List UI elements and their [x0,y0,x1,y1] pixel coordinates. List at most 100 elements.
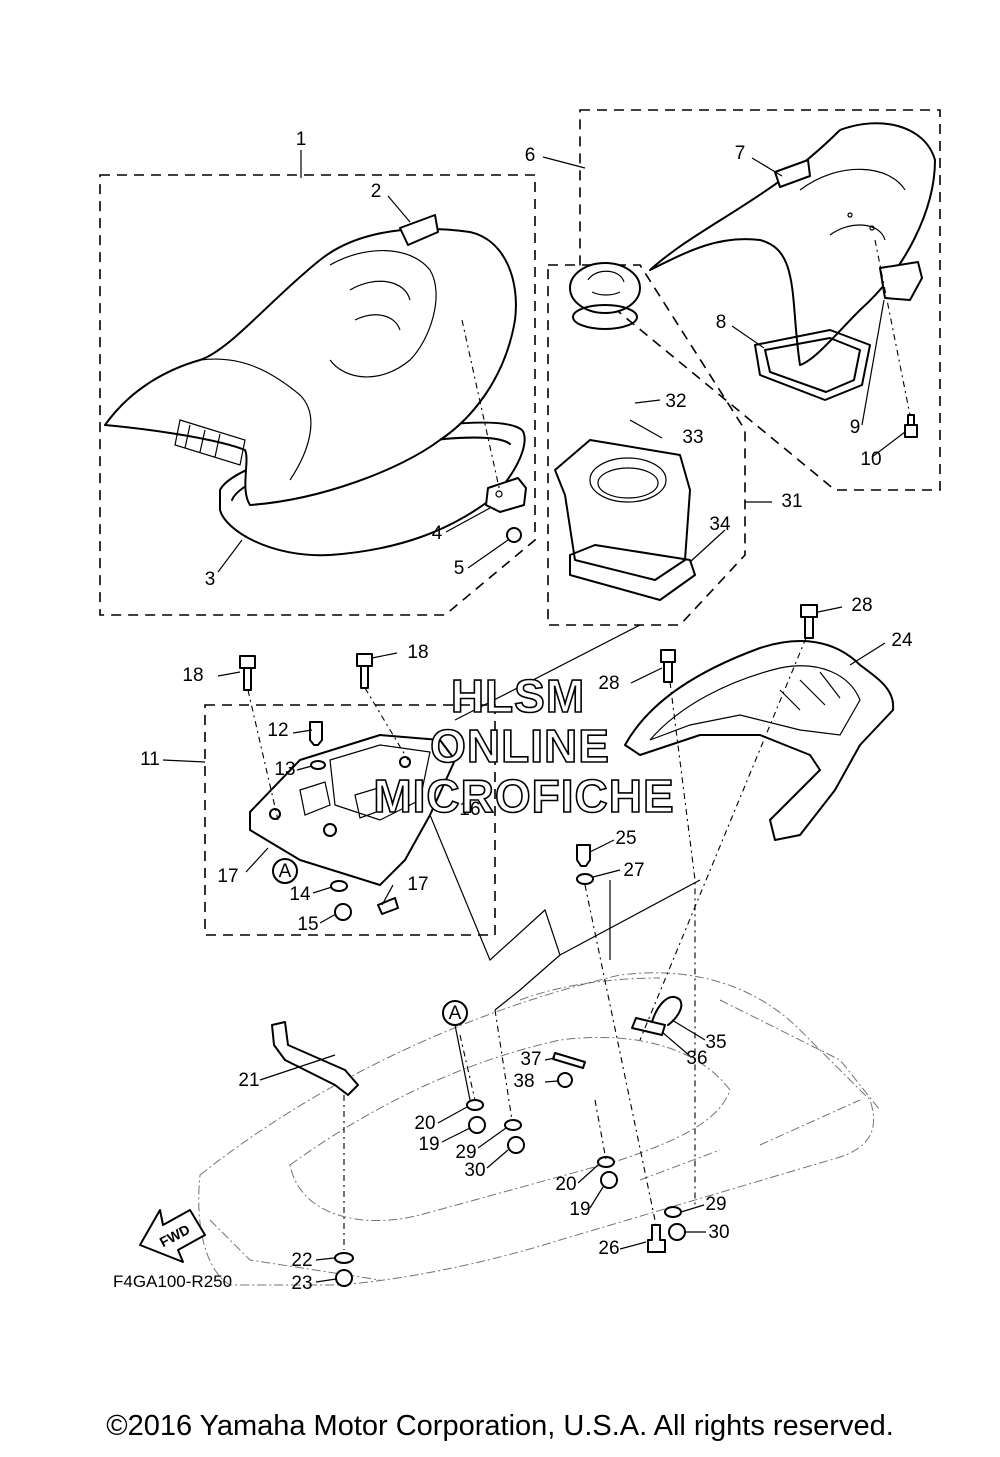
group-box-storage-bin [547,264,746,626]
callout-36: 36 [686,1048,707,1069]
callout-29-rear: 29 [705,1194,726,1215]
nut-30-rear [668,1223,686,1241]
callout-3: 3 [205,569,216,590]
assembly-link-lines [429,624,701,1011]
callout-38: 38 [513,1071,534,1092]
seat-bracket-front [485,477,527,513]
nut-15 [334,903,352,921]
callout-35: 35 [705,1032,726,1053]
callout-5: 5 [454,558,465,579]
washer-29-center [504,1119,522,1131]
storage-o-ring [572,304,638,330]
callout-23: 23 [291,1273,312,1294]
callout-10: 10 [860,449,881,470]
callout-20-right: 20 [555,1174,576,1195]
group-box-seat-lock [204,704,496,936]
figure-code: F4GA100-R250 [113,1272,232,1291]
storage-bin-gasket [569,544,696,601]
callout-7: 7 [735,143,746,164]
bolt-25 [576,844,591,867]
storage-bin [554,439,691,581]
callout-19-right: 19 [569,1199,590,1220]
nut-23 [335,1269,353,1287]
leader-lines [162,150,906,1283]
reference-a-upper: A [279,861,292,882]
callout-37: 37 [520,1049,541,1070]
nut-38 [557,1072,573,1088]
callout-21: 21 [238,1070,259,1091]
callout-11: 11 [140,749,160,770]
callout-13: 13 [274,759,295,780]
callout-30-center: 30 [464,1160,485,1181]
callout-28-left: 28 [598,673,619,694]
callout-28-right: 28 [851,595,872,616]
seat-strap-tag [399,214,439,246]
reference-a-lower: A [449,1003,462,1024]
front-seat-group [99,174,536,616]
callout-25: 25 [615,828,636,849]
callout-numbers: 1 2 3 4 5 6 7 8 9 10 11 12 13 14 15 16 1… [140,129,913,1294]
callout-15: 15 [297,914,318,935]
callout-4: 4 [432,523,443,544]
nut-5 [506,527,522,543]
callout-14: 14 [289,884,311,905]
bolt-26 [647,1224,666,1253]
storage-cap [569,262,641,314]
callout-9: 9 [850,417,861,438]
nut-19-left [468,1116,486,1134]
callout-8: 8 [716,312,727,333]
storage-bin-group [547,262,746,626]
callout-17-right: 17 [407,874,428,895]
callout-27: 27 [623,860,644,881]
seat-lock-group [204,704,496,936]
grab-rail-group [624,604,895,841]
watermark-line-1: HLSM [451,670,585,722]
bracket-21 [271,1021,359,1096]
washer-29-rear [664,1206,682,1218]
bolt-18-right [356,653,373,689]
copyright-notice: ©2016 Yamaha Motor Corporation, U.S.A. A… [106,1410,894,1442]
bolt-28-right [800,604,818,639]
bolt-12 [309,721,323,746]
reference-a-circle-upper [272,858,298,884]
bolt-28-left [660,649,676,683]
callout-18-right: 18 [407,642,428,663]
callout-19-left: 19 [418,1134,439,1155]
clamp-36 [631,1017,666,1036]
callout-6: 6 [525,145,536,166]
watermark-line-2: ONLINE [430,720,610,772]
callout-18-left: 18 [182,665,203,686]
callout-29-center: 29 [455,1142,476,1163]
pin-37 [552,1052,586,1069]
hull-hardware [271,637,807,1287]
callout-17-left: 17 [217,866,238,887]
callout-1: 1 [296,129,307,150]
washer-13 [310,760,326,770]
callout-20-left: 20 [414,1113,435,1134]
callout-30-rear: 30 [708,1222,729,1243]
washer-22 [334,1252,354,1264]
rear-seat-bracket [879,261,923,301]
watermark-line-3: MICROFICHE [373,770,674,822]
callout-34: 34 [709,514,731,535]
rear-seat-tag [774,159,811,188]
fwd-arrow: FWD [139,1209,206,1263]
bolt-10 [904,414,918,438]
nut-30-center [507,1136,525,1154]
callout-33: 33 [682,427,703,448]
callout-32: 32 [665,391,686,412]
nut-19-right [600,1171,618,1189]
callout-2: 2 [371,181,382,202]
rear-seat-gasket [754,329,871,401]
washer-27 [576,873,594,885]
hull-outline [198,972,881,1286]
callout-24: 24 [891,630,913,651]
bolt-18-left [239,655,256,691]
grab-rail [624,640,895,841]
callout-12: 12 [267,720,288,741]
hose-35 [649,995,683,1031]
watermark: HLSM ONLINE MICROFICHE [373,669,675,823]
front-seat [104,227,517,506]
rear-seat-group [579,109,941,491]
fwd-arrow-icon [139,1209,206,1263]
